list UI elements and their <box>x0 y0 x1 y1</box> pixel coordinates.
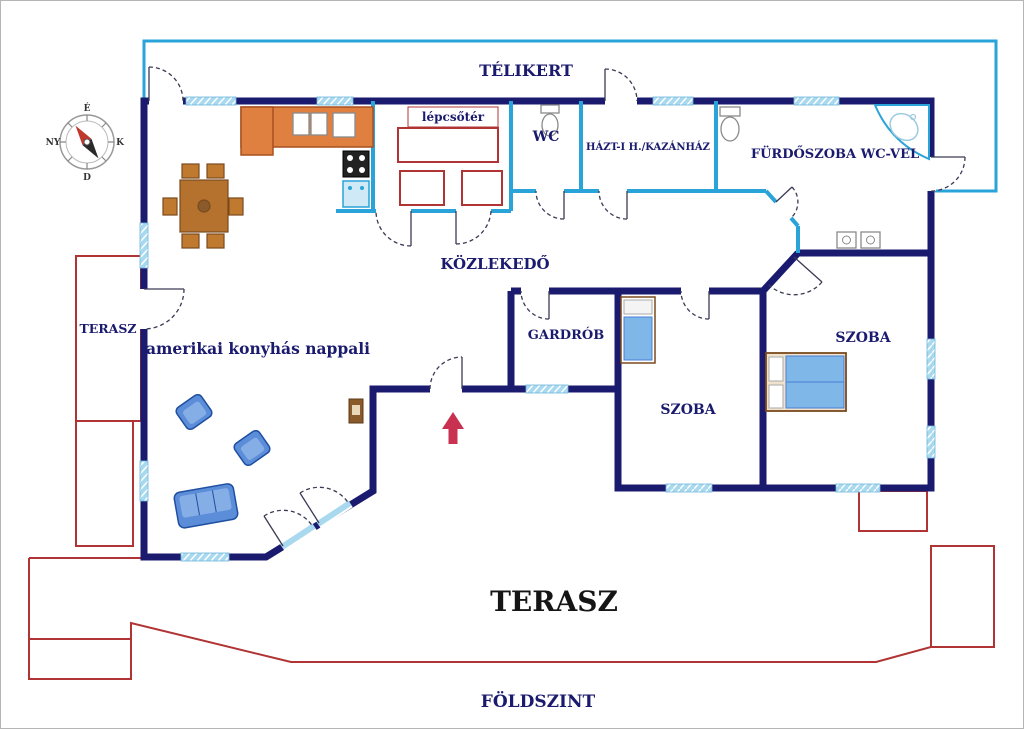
door-gaps <box>139 96 936 394</box>
terrace-left-deck <box>75 255 142 422</box>
boiler-room-label: HÁZT-I H./KAZÁNHÁZ <box>586 141 710 153</box>
dining-table <box>179 179 229 233</box>
single-bed <box>620 296 656 364</box>
bathtub-icon <box>873 104 930 161</box>
doors <box>143 66 966 547</box>
windows <box>139 96 936 562</box>
stove-icon <box>342 150 370 178</box>
tv-cabinet <box>348 398 364 424</box>
dining-chair <box>181 163 200 179</box>
dining-set <box>162 163 244 249</box>
terrace-steps-left <box>75 420 134 547</box>
toilet-icon <box>540 104 560 137</box>
floor-title-label: FÖLDSZINT <box>481 691 596 712</box>
wardrobe-label: GARDRÓB <box>528 326 604 343</box>
living-room-label: amerikai konyhás nappali <box>146 339 370 358</box>
terrace-bottom <box>28 490 995 680</box>
sofa <box>173 483 239 529</box>
wc-fixtures <box>540 104 560 137</box>
double-bed <box>765 352 847 412</box>
armchair <box>233 429 271 467</box>
terrace-steps-bottom-right <box>930 545 995 648</box>
stair-label-box <box>407 106 499 128</box>
compass: É K D NY <box>46 102 125 183</box>
staircase: lépcsőtér <box>397 106 503 206</box>
bedroom-right-label: SZOBA <box>835 330 891 346</box>
compass-south-label: D <box>83 173 91 183</box>
kitchen-sink-icon <box>292 112 310 136</box>
bathroom-label: FÜRDŐSZOBA WC-VEL <box>751 145 919 162</box>
compass-north-label: É <box>84 102 91 114</box>
entrance-arrow-icon <box>442 412 464 444</box>
sink-icon <box>836 231 881 249</box>
winter-garden-label: TÉLIKERT <box>479 60 573 80</box>
terrace-steps-bottom-left <box>28 638 132 680</box>
bedroom-center-label: SZOBA <box>660 402 716 418</box>
terrace-door-gaps <box>279 498 353 552</box>
hallway-label: KÖZLEKEDŐ <box>440 254 549 273</box>
room-labels: TÉLIKERT WC HÁZT-I H./KAZÁNHÁZ FÜRDŐSZOB… <box>146 60 919 712</box>
living-room-furniture <box>173 393 364 529</box>
interior-partition-walls <box>336 101 800 253</box>
staircase-label: lépcsőtér <box>422 110 485 124</box>
terrace-bottom-label: TERASZ <box>490 585 618 618</box>
interior-structural-walls <box>507 249 931 488</box>
house-steps-right <box>858 490 928 532</box>
compass-needle-icon <box>75 125 99 159</box>
toilet-icon <box>719 106 741 142</box>
compass-east-label: K <box>116 138 125 148</box>
bathroom-fixtures <box>719 104 930 249</box>
wc-label: WC <box>532 129 560 145</box>
armchair <box>175 393 213 431</box>
dishwasher-icon <box>342 180 370 208</box>
terrace-left: TERASZ <box>75 255 142 547</box>
winter-garden-wall <box>142 39 998 193</box>
kitchen <box>240 106 374 208</box>
compass-west-label: NY <box>46 138 61 148</box>
terrace-left-label: TERASZ <box>79 321 136 336</box>
